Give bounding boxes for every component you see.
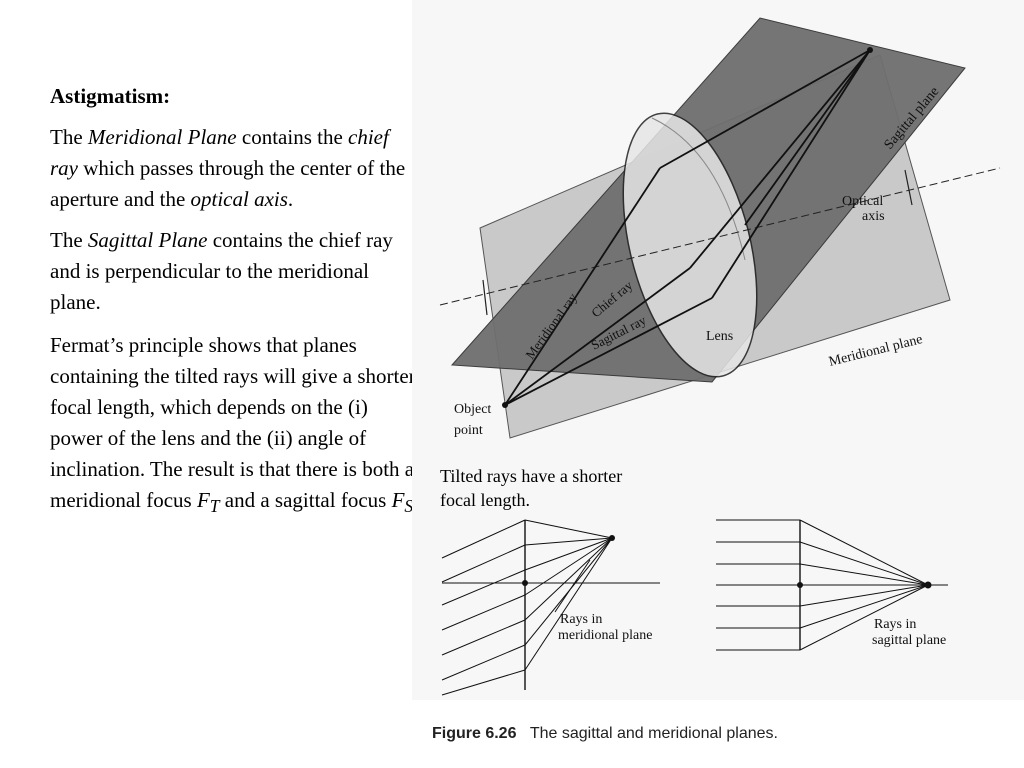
label-object: Object [454,402,491,417]
axis-tick-left [482,279,488,316]
meridional-ray [504,167,661,406]
term-optical-axis: optical axis [190,187,288,211]
text: which passes through the center of the a… [50,156,406,211]
sagittal-center-dot [797,582,803,588]
paragraph-meridional: The Meridional Plane contains the chief … [50,122,420,215]
label-lens: Lens [706,329,733,344]
text: The [50,125,88,149]
m-ray-1-in [441,519,526,559]
s-ray-4-out [799,584,929,607]
var-ft: F [196,488,210,512]
text: The [50,228,88,252]
m-ray-3-in [441,569,526,606]
m-ray-4-in [441,594,526,631]
m-ray-5-out [524,537,613,621]
figure-number: Figure 6.26 [432,725,517,742]
meridional-rays-diagram [441,519,660,696]
figure-caption: Figure 6.26 The sagittal and meridional … [432,725,778,743]
term-sagittal-plane: Sagittal Plane [87,228,208,252]
term-chief-ray: chief ray [50,125,389,180]
label-sagittal-plane-small: sagittal plane [872,633,946,648]
paragraph-fermat: Fermat’s principle shows that planes con… [50,330,420,522]
m-ray-2-out [524,537,613,546]
meridional-ray-out [659,49,871,169]
s-ray-2-out [799,541,929,586]
sub-s: S [404,496,414,517]
text: Fermat’s principle shows that planes con… [50,333,416,512]
sagittal-ray-out [711,49,871,299]
chief-ray-out [689,49,871,269]
m-ray-7-in [441,669,526,696]
term-meridional-plane: Meridional Plane [87,125,237,149]
meridional-center-dot [522,580,528,586]
m-ray-2-in [441,544,526,583]
focus-point-dot [867,47,873,53]
m-ray-1-out [524,519,613,539]
m-ray-6-in [441,644,526,681]
sagittal-ray [504,297,713,406]
s-ray-3-out [799,563,929,586]
rays-3d [504,49,871,406]
ray-out-extra [744,49,871,226]
figure-caption-text: The sagittal and meridional planes. [529,725,778,742]
m-ray-7-out [524,537,613,671]
text: contains the chief ray and is perpendicu… [50,228,393,314]
label-point: point [454,423,483,438]
meridional-focus-dot [609,535,615,541]
chief-ray [504,267,691,406]
optical-axis-line [439,167,1001,306]
sagittal-focus-dot [924,581,932,589]
m-ray-5-in [441,619,526,656]
s-ray-1-out [799,519,929,586]
m-ray-3-out [524,537,613,571]
text: and a sagittal focus [219,488,392,512]
object-point-dot [502,402,508,408]
var-fs: F [391,488,405,512]
paragraph-sagittal: The Sagittal Plane contains the chief ra… [50,225,420,318]
label-meridional-plane-small: meridional plane [558,628,652,643]
s-ray-5-out [799,584,929,629]
figure-drawing: Sagittal plane Optical axis Meridional r… [412,0,1024,700]
axis-tick-right [904,169,913,206]
label-axis: axis [862,209,885,224]
label-rays-in-1: Rays in [560,612,602,627]
text: contains the [236,125,349,149]
m-ray-4-out [524,537,613,596]
s-ray-6-out [799,584,929,651]
figure-6-26: Sagittal plane Optical axis Meridional r… [410,0,1024,768]
m-pointer [554,559,591,613]
sagittal-rays-diagram [716,519,948,651]
lens-shape [622,112,758,378]
tilted-rays-caption: Tilted rays have a shorter focal length. [440,466,623,510]
text-column: Astigmatism: The Meridional Plane contai… [50,82,420,534]
sub-t: T [209,496,220,517]
text: . [287,187,294,211]
label-optical: Optical [842,194,883,209]
slide-heading: Astigmatism: [50,84,171,108]
label-rays-in-2: Rays in [874,617,916,632]
lens-edge [651,117,746,261]
